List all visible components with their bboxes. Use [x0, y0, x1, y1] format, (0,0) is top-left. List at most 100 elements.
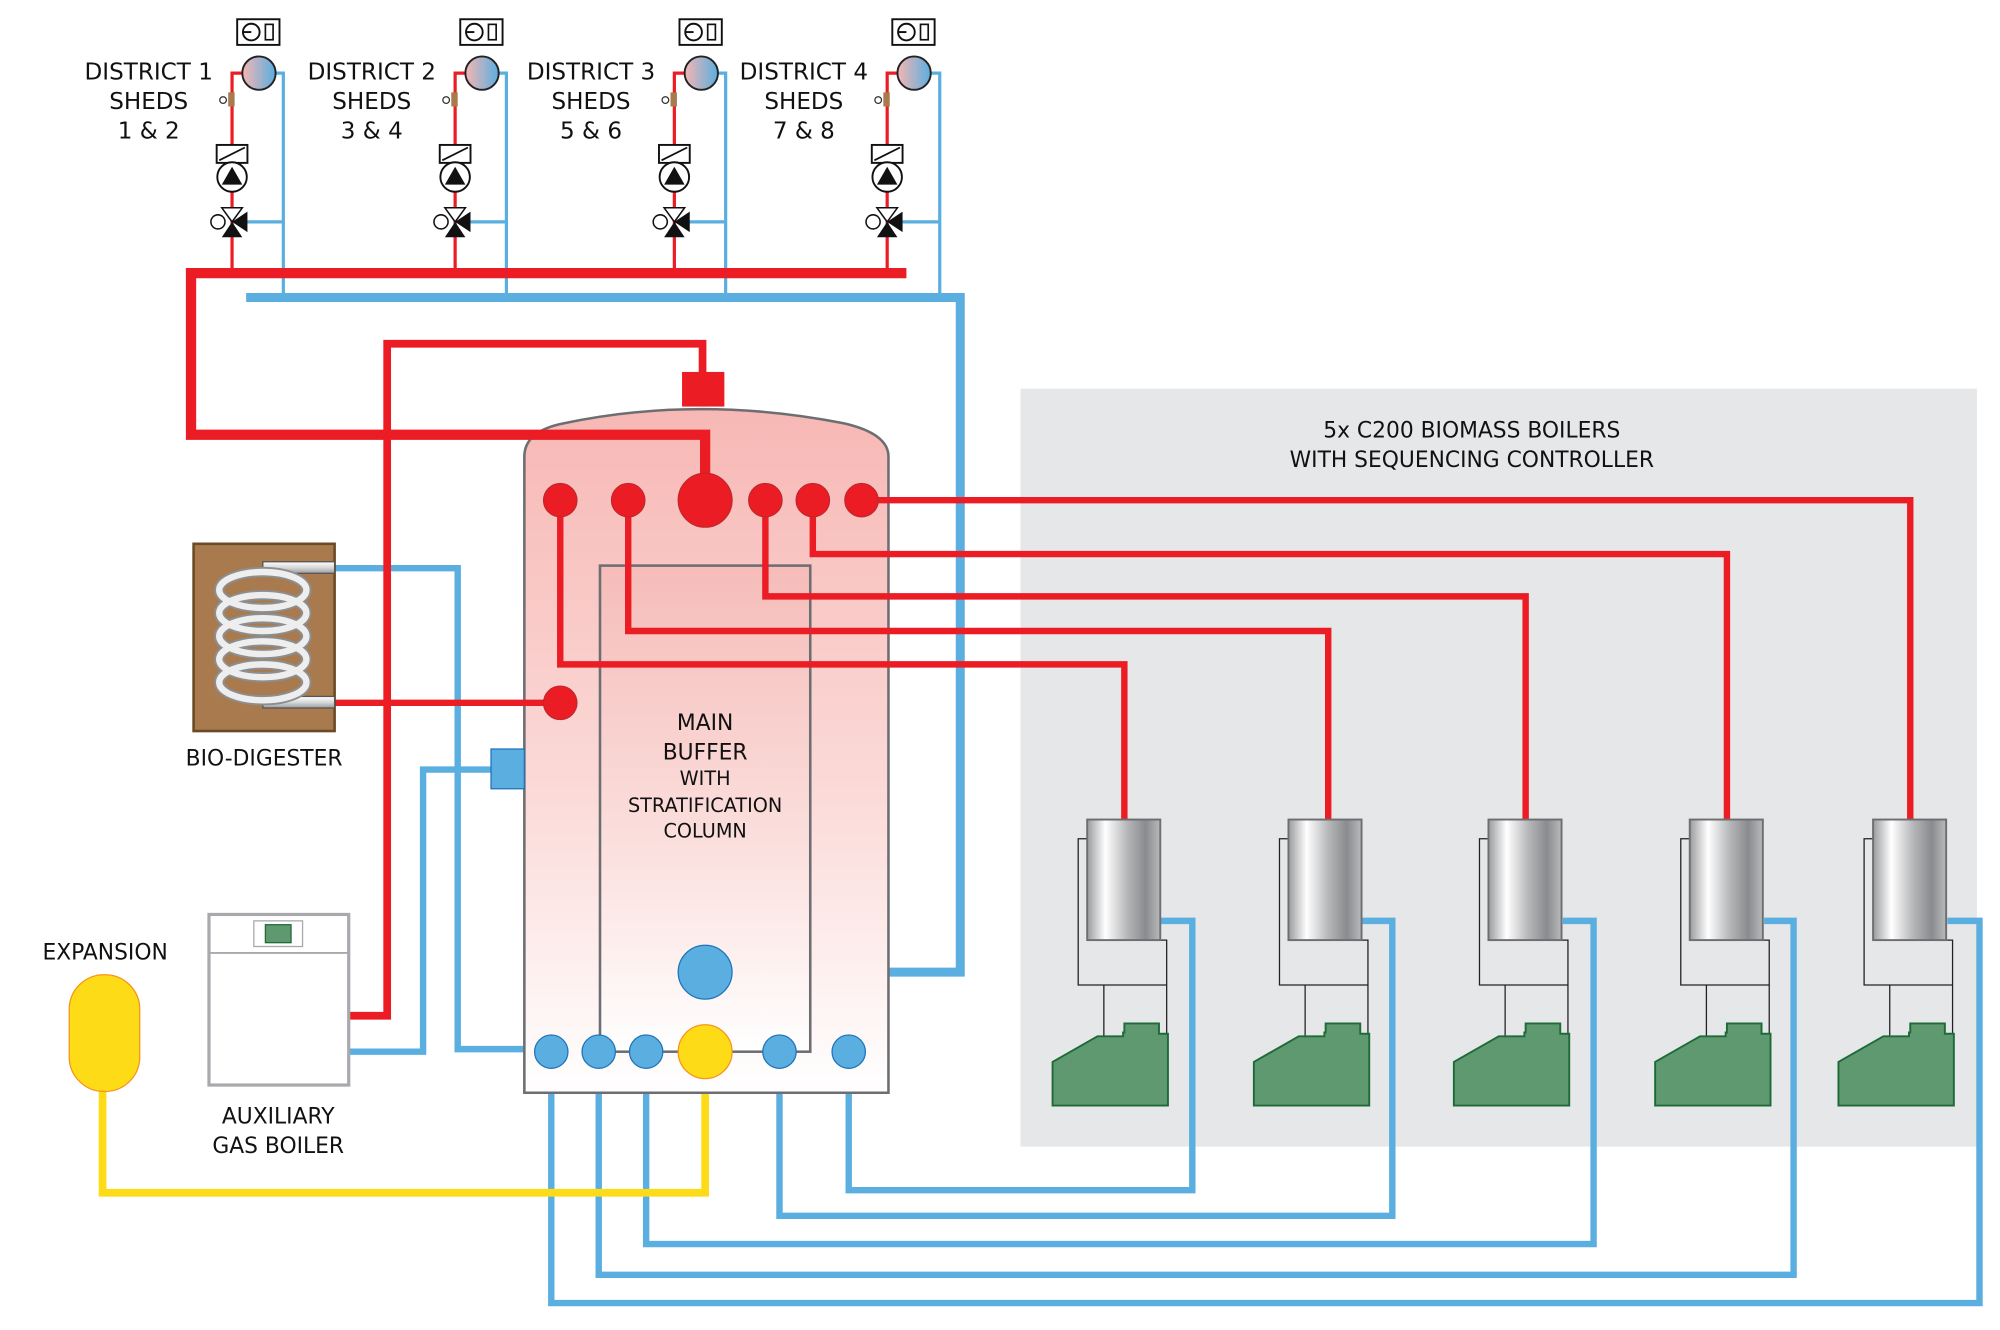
district-label-name: DISTRICT 3 [527, 60, 655, 86]
heat-emitter-icon [683, 55, 719, 91]
bio-digester-label: BIO-DIGESTER [186, 747, 343, 772]
heat-exchanger-coil-icon [214, 561, 336, 709]
flow-pipes [185, 71, 1914, 1020]
mixing-valve-icon [652, 207, 690, 238]
district-label-name: DISTRICT 2 [308, 60, 436, 86]
buffer-label-with: WITH [680, 767, 731, 790]
return-port-main [677, 944, 733, 1000]
flow-port [795, 482, 831, 518]
boiler-cylinder-icon [1487, 818, 1563, 942]
actuator-icon [658, 143, 691, 164]
district-label-line2: SHEDS [109, 89, 188, 115]
boiler-display-icon [264, 924, 292, 944]
flow-port [542, 482, 578, 518]
district-label-line3: 1 & 2 [118, 119, 180, 145]
flow-port [748, 482, 783, 518]
thermostat-controller-icon [891, 18, 936, 46]
boiler-cylinder-icon [1287, 818, 1363, 942]
biomass-boiler-5 [1837, 818, 1955, 1107]
aux-return-port [490, 748, 525, 790]
buffer-top-fitting [682, 371, 725, 407]
boiler-cylinder-icon [1688, 818, 1764, 942]
digester-flow-port [542, 685, 578, 721]
expansion-port [677, 1024, 733, 1080]
mixing-valve-icon [433, 207, 471, 238]
buffer-label-stratification: STRATIFICATION [628, 794, 782, 817]
return-port [628, 1034, 664, 1070]
thermostat-controller-icon [678, 18, 723, 46]
burner-hopper-icon [1252, 1022, 1371, 1107]
control-wiring [1863, 838, 1953, 986]
circulation-pump-icon [871, 161, 903, 193]
district-3: DISTRICT 3 SHEDS 5 & 6 [527, 18, 723, 238]
temperature-sensor-icon [661, 92, 677, 107]
auxiliary-gas-boiler: AUXILIARY GAS BOILER [207, 912, 351, 1159]
expansion-label: EXPANSION [42, 940, 167, 965]
heat-emitter-icon [241, 55, 277, 91]
districts: DISTRICT 1 SHEDS 1 & 2 DISTRICT 2 SHEDS 3 & 4… [85, 18, 936, 238]
district-label-name: DISTRICT 4 [740, 60, 868, 86]
flow-port [610, 482, 646, 518]
district-4: DISTRICT 4 SHEDS 7 & 8 [740, 18, 936, 238]
expansion-vessel: EXPANSION [42, 940, 168, 1093]
heat-emitter-icon [464, 55, 500, 91]
boiler-cylinder-icon [1872, 818, 1948, 942]
district-label-line2: SHEDS [332, 89, 411, 115]
actuator-icon [438, 143, 472, 164]
return-port [581, 1034, 617, 1070]
return-port [831, 1034, 867, 1070]
aux-boiler-return-pipe [348, 766, 494, 1055]
control-wiring [1478, 838, 1568, 986]
buffer-label-column: COLUMN [663, 819, 746, 842]
buffer-return-ports [490, 748, 867, 1070]
return-port [762, 1034, 797, 1070]
heat-emitter-icon [896, 55, 932, 91]
biomass-boiler-1 [1051, 818, 1169, 1107]
biomass-boiler-4 [1654, 818, 1772, 1107]
circulation-pump-icon [216, 161, 248, 193]
return-pipes-bottom [548, 917, 1983, 1307]
boiler-cylinder-icon [1086, 818, 1162, 942]
flow-port [844, 482, 879, 518]
burner-hopper-icon [1051, 1022, 1169, 1107]
biomass-boiler-panel [1020, 388, 1977, 1147]
biomass-boiler-2 [1252, 818, 1371, 1107]
burner-hopper-icon [1452, 1022, 1571, 1107]
flow-port-main [677, 472, 733, 528]
district-label-line2: SHEDS [764, 89, 843, 115]
biomass-panel-title-line1: 5x C200 BIOMASS BOILERS [1323, 418, 1620, 443]
district-label-name: DISTRICT 1 [85, 60, 213, 86]
burner-hopper-icon [1654, 1022, 1772, 1107]
temperature-sensor-icon [874, 92, 890, 107]
temperature-sensor-icon [219, 92, 235, 107]
mixing-valve-icon [210, 207, 248, 238]
bio-digester: BIO-DIGESTER [186, 542, 343, 772]
circulation-pump-icon [658, 161, 691, 193]
district-1: DISTRICT 1 SHEDS 1 & 2 [85, 18, 281, 238]
thermostat-controller-icon [236, 18, 281, 46]
aux-boiler-label-line2: GAS BOILER [212, 1134, 344, 1159]
actuator-icon [870, 143, 904, 164]
district-label-line3: 3 & 4 [341, 119, 403, 145]
control-wiring [1680, 838, 1770, 986]
aux-boiler-label-line1: AUXILIARY [222, 1105, 335, 1130]
biomass-panel-title-line2: WITH SEQUENCING CONTROLLER [1290, 448, 1654, 473]
thermostat-controller-icon [459, 18, 504, 46]
district-2: DISTRICT 2 SHEDS 3 & 4 [308, 18, 504, 238]
district-label-line3: 7 & 8 [773, 119, 835, 145]
district-label-line2: SHEDS [552, 89, 631, 115]
circulation-pump-icon [439, 161, 471, 193]
biomass-boilers [1051, 818, 1955, 1107]
digester-return-pipe [333, 564, 536, 1053]
expansion-pipe [98, 1051, 709, 1197]
district-label-line3: 5 & 6 [560, 119, 622, 145]
return-port [533, 1034, 569, 1070]
buffer-flow-ports [542, 472, 879, 721]
buffer-label-buffer: BUFFER [663, 740, 748, 765]
burner-hopper-icon [1837, 1022, 1955, 1107]
control-wiring [1278, 838, 1368, 986]
temperature-sensor-icon [442, 92, 458, 107]
mixing-valve-icon [865, 207, 903, 238]
biomass-boiler-3 [1452, 818, 1571, 1107]
